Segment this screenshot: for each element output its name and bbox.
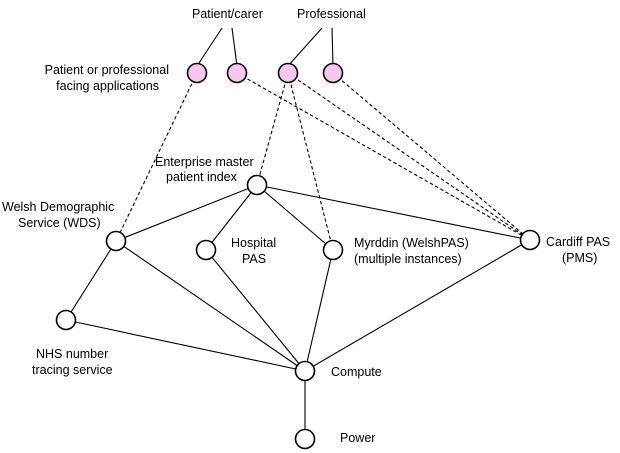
- edge-wds-nhs: [65, 240, 117, 321]
- myrddin-label-line-2: (multiple instances): [354, 252, 462, 266]
- empi-label-line-1: Enterprise master: [155, 155, 254, 169]
- node-hospital: [195, 239, 217, 261]
- edge-app1-wds: [115, 72, 198, 242]
- edge-empi-hospital: [205, 184, 258, 251]
- cardiff-pas-label-line-2: (PMS): [562, 251, 597, 265]
- nhs-tracing-label-line-1: NHS number: [36, 347, 108, 361]
- power-label: Power: [340, 431, 375, 445]
- hospital-pas-label-line-1: Hospital: [231, 236, 276, 250]
- patient-carer-line-2: [231, 27, 238, 67]
- node-nhs: [55, 309, 77, 331]
- applications-label-line-1: Patient or professional: [45, 63, 169, 77]
- edge-wds-compute: [115, 240, 306, 372]
- edge-empi-myrddin: [256, 184, 334, 251]
- edge-hospital-compute: [205, 249, 306, 372]
- node-app1: [186, 62, 208, 84]
- hospital-pas-label-line-2: PAS: [242, 252, 266, 266]
- labels: Patient/carer Professional Patient or pr…: [2, 7, 610, 445]
- node-app2: [226, 62, 248, 84]
- user-group-connectors: [196, 27, 334, 67]
- edge-app3-myrddin: [287, 72, 334, 251]
- edge-myrddin-compute: [304, 249, 334, 372]
- edge-empi-cardiff: [256, 184, 531, 241]
- professional-line-2: [331, 27, 334, 67]
- professional-label: Professional: [297, 7, 366, 21]
- patient-carer-line-1: [196, 27, 223, 67]
- node-wds: [105, 230, 127, 252]
- nhs-tracing-label-line-2: tracing service: [32, 363, 113, 377]
- edge-app3-cardiff: [287, 72, 531, 241]
- edge-cardiff-compute: [304, 239, 531, 372]
- professional-line-1: [287, 27, 323, 67]
- applications-label-line-2: facing applications: [56, 79, 159, 93]
- node-empi: [246, 174, 268, 196]
- node-app4: [322, 62, 344, 84]
- node-myrddin: [322, 239, 344, 261]
- nodes: [55, 62, 541, 450]
- edges: [65, 72, 531, 439]
- empi-label-line-2: patient index: [166, 170, 238, 184]
- edge-empi-wds: [115, 184, 258, 242]
- cardiff-pas-label-line-1: Cardiff PAS: [546, 235, 610, 249]
- patient-carer-label: Patient/carer: [192, 7, 263, 21]
- node-app3: [277, 62, 299, 84]
- node-power: [294, 428, 316, 450]
- edge-app4-cardiff: [332, 72, 531, 241]
- edge-app2-cardiff: [236, 72, 531, 241]
- myrddin-label-line-1: Myrddin (WelshPAS): [354, 236, 469, 250]
- wds-label-line-1: Welsh Demographic: [2, 200, 114, 214]
- wds-label-line-2: Service (WDS): [18, 216, 101, 230]
- compute-label: Compute: [331, 365, 382, 379]
- edge-app3-empi: [256, 72, 289, 186]
- node-compute: [294, 360, 316, 382]
- node-cardiff: [519, 229, 541, 251]
- edge-nhs-compute: [65, 319, 306, 372]
